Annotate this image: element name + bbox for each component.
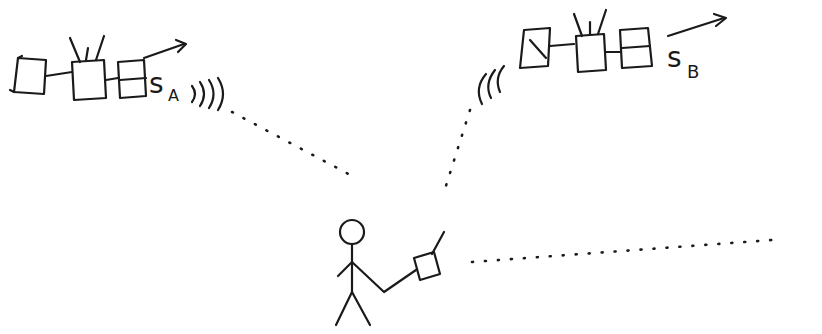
- satellite-a: [10, 36, 223, 110]
- satellite-b: [479, 10, 726, 104]
- vector-subscript: A: [168, 88, 179, 104]
- signal-paths: [232, 110, 772, 262]
- vector-symbol: s: [667, 44, 682, 72]
- vector-subscript: B: [687, 63, 699, 81]
- person-with-receiver: [336, 220, 444, 325]
- vector-symbol: s: [149, 70, 164, 98]
